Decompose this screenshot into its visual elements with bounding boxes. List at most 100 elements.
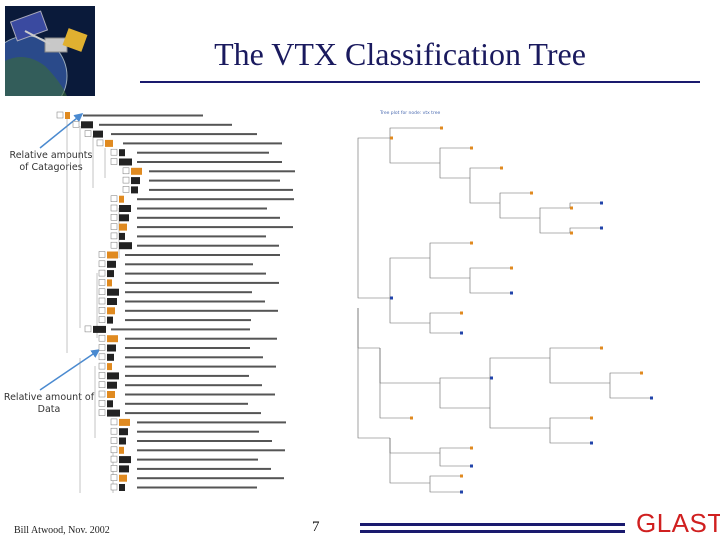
tree-node-row — [110, 232, 266, 240]
tree-node-row — [122, 176, 280, 185]
tree-node — [600, 201, 603, 205]
satellite-logo — [0, 6, 95, 117]
tree-node-row — [98, 390, 275, 398]
diagram-caption: Tree plot for node: vtx tree — [380, 111, 441, 116]
tree-edge — [549, 428, 590, 444]
tree-edge — [539, 207, 570, 218]
tree-node-row — [98, 400, 248, 408]
tree-node — [410, 416, 413, 420]
tree-node-row — [98, 409, 261, 417]
tree-edge — [439, 377, 490, 383]
tree-node-row — [110, 483, 257, 491]
tree-edge — [379, 348, 410, 419]
tree-node-row — [110, 204, 267, 212]
tree-node-row — [98, 269, 266, 278]
tree-node-row — [110, 214, 280, 222]
tree-node-row — [122, 186, 293, 194]
tree-node — [570, 206, 573, 210]
slide-title: The VTX Classification Tree — [214, 36, 586, 72]
tree-edge — [539, 218, 570, 234]
tree-edge — [569, 227, 600, 233]
tree-edge — [549, 358, 610, 384]
tree-node-row — [110, 241, 279, 250]
tree-node-row — [84, 130, 257, 138]
tree-edge — [469, 167, 500, 178]
decision-tree-diagram — [340, 108, 700, 498]
tree-edge — [439, 447, 470, 453]
tree-node — [590, 441, 593, 445]
tree-node-row — [84, 325, 250, 333]
tree-edge — [469, 278, 510, 294]
tree-edge — [389, 127, 440, 138]
tree-node-row — [110, 465, 271, 473]
tree-edge — [549, 347, 600, 358]
tree-node — [470, 446, 473, 450]
footer-rule — [360, 530, 625, 533]
tree-edge — [439, 163, 470, 179]
tree-node — [390, 296, 393, 300]
tree-node — [470, 464, 473, 468]
tree-node-row — [98, 260, 253, 268]
tree-node-row — [110, 418, 286, 426]
tree-node — [510, 291, 513, 295]
tree-node-row — [98, 344, 250, 352]
tree-node — [650, 396, 653, 400]
tree-edge — [389, 257, 430, 298]
tree-node — [460, 490, 463, 494]
tree-node — [390, 136, 393, 140]
glast-logo: GLAST — [636, 508, 720, 538]
title-rule — [140, 81, 700, 83]
tree-node — [590, 416, 593, 420]
tree-edge — [389, 298, 430, 324]
tree-node — [470, 146, 473, 150]
tree-node — [530, 191, 533, 195]
tree-node — [640, 371, 643, 375]
tree-edge — [429, 475, 460, 483]
tree-edge — [489, 357, 550, 408]
tree-node-row — [110, 195, 294, 203]
tree-node — [440, 126, 443, 130]
tree-node — [570, 231, 573, 235]
tree-edge — [499, 203, 540, 219]
tree-node — [460, 474, 463, 478]
tree-edge — [469, 267, 510, 278]
tree-edge — [569, 202, 600, 208]
tree-edge — [609, 383, 650, 399]
callout-data: Relative amount of Data — [3, 392, 95, 415]
tree-edge — [379, 348, 440, 384]
tree-edge — [429, 258, 470, 279]
tree-node-row — [98, 297, 265, 305]
tree-node-row — [110, 474, 284, 482]
tree-node — [460, 311, 463, 315]
tree-node — [470, 241, 473, 245]
tree-edge — [439, 383, 490, 409]
tree-node-row — [98, 372, 249, 380]
footer-author: Bill Atwood, Nov. 2002 — [14, 525, 110, 536]
tree-node-row — [98, 353, 263, 361]
tree-node-row — [110, 455, 258, 464]
tree-edge — [389, 438, 430, 484]
tree-edge — [429, 242, 470, 258]
tree-edge — [469, 178, 500, 204]
classification-node-list — [55, 108, 305, 498]
tree-edge — [549, 417, 590, 428]
tree-node-row — [98, 279, 279, 287]
tree-node-row — [96, 139, 282, 147]
tree-node-row — [98, 334, 277, 343]
tree-node-row — [98, 381, 262, 389]
tree-node — [460, 331, 463, 335]
tree-edge — [389, 438, 440, 454]
tree-node-row — [98, 288, 252, 296]
tree-node — [490, 376, 493, 380]
tree-edge — [389, 138, 440, 164]
tree-node-row — [122, 167, 295, 175]
tree-edge — [439, 453, 470, 467]
footer-rule — [360, 523, 625, 526]
tree-node-row — [72, 121, 232, 129]
tree-node-row — [56, 111, 203, 119]
tree-edge — [429, 323, 460, 334]
tree-edge — [357, 308, 390, 439]
tree-edge — [357, 308, 380, 349]
tree-edge — [357, 188, 390, 299]
tree-node — [600, 226, 603, 230]
